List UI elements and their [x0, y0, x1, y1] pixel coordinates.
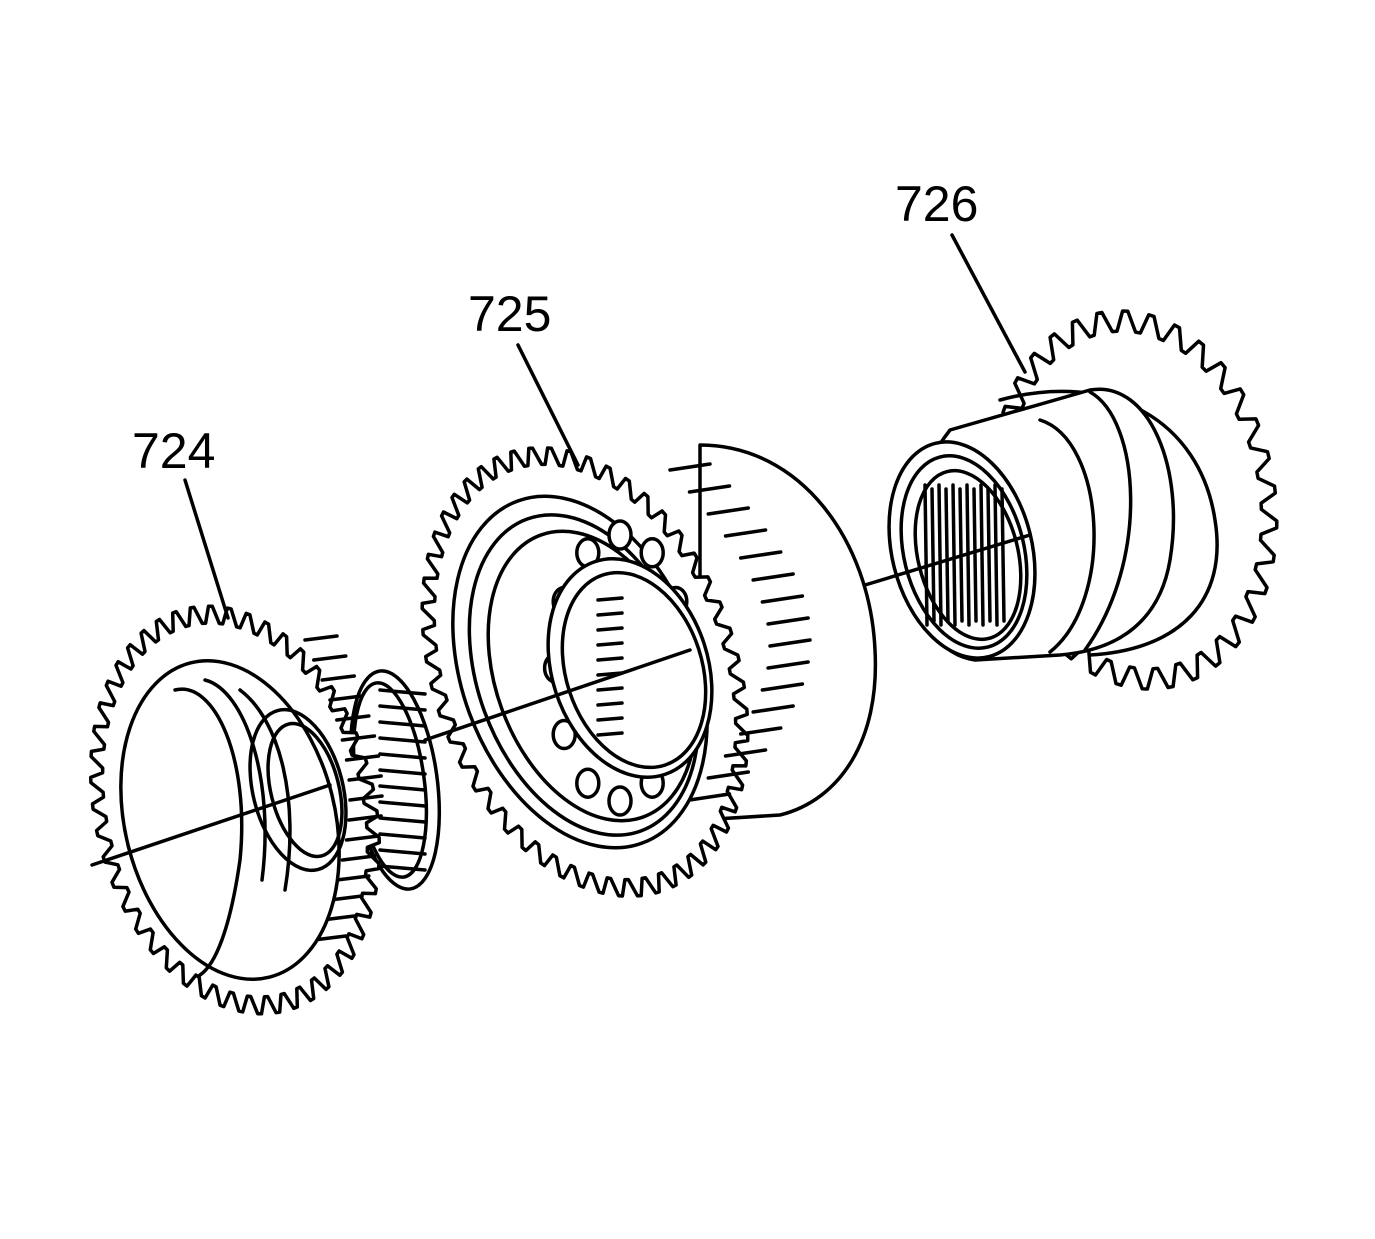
- detail-stroke: [378, 832, 427, 840]
- detail-stroke: [378, 736, 427, 744]
- detail-stroke: [340, 734, 377, 742]
- detail-stroke: [738, 550, 783, 560]
- detail-stroke: [596, 611, 624, 617]
- detail-stroke: [723, 528, 768, 538]
- detail-stroke: [596, 626, 624, 632]
- detail-stroke: [303, 634, 339, 642]
- detail-stroke: [378, 720, 427, 728]
- detail-stroke: [344, 754, 381, 762]
- part-725-tooth-band: [668, 462, 812, 802]
- detail-stroke: [596, 686, 624, 692]
- part-726-gear: [887, 309, 1279, 691]
- leader-line-724: [183, 478, 230, 620]
- leader-line-726: [950, 233, 1027, 374]
- detail-stroke: [1000, 487, 1006, 623]
- detail-stroke: [347, 814, 383, 822]
- detail-stroke: [348, 794, 384, 802]
- detail-stroke: [596, 701, 624, 707]
- detail-stroke: [937, 483, 943, 627]
- detail-stroke: [738, 726, 783, 736]
- detail-stroke: [972, 487, 978, 623]
- detail-stroke: [596, 596, 624, 602]
- detail-stroke: [596, 641, 624, 647]
- detail-stroke: [923, 483, 929, 627]
- detail-stroke: [760, 682, 805, 692]
- detail-stroke: [668, 462, 712, 472]
- detail-stroke: [378, 816, 427, 824]
- detail-stroke: [328, 694, 364, 702]
- part-725-inner-splines: [596, 596, 624, 737]
- detail-stroke: [320, 674, 356, 682]
- detail-stroke: [596, 656, 624, 662]
- detail-stroke: [706, 770, 751, 780]
- detail-stroke: [596, 731, 624, 737]
- callout-label-724: 724: [132, 423, 215, 479]
- detail-stroke: [378, 768, 427, 776]
- bearing-roller: [639, 537, 665, 569]
- detail-stroke: [347, 774, 383, 782]
- detail-stroke: [378, 800, 427, 808]
- detail-stroke: [378, 864, 427, 872]
- detail-stroke: [979, 483, 985, 627]
- bearing-roller: [607, 785, 633, 817]
- detail-stroke: [335, 714, 371, 722]
- detail-stroke: [687, 792, 732, 802]
- part-724-rear-teeth: [378, 688, 427, 872]
- leader-line-725: [516, 343, 580, 467]
- detail-stroke: [340, 854, 377, 862]
- detail-stroke: [760, 594, 805, 604]
- shaft-axis-line: [90, 533, 1032, 867]
- detail-stroke: [766, 660, 810, 670]
- detail-stroke: [951, 483, 957, 627]
- detail-stroke: [768, 638, 812, 648]
- detail-stroke: [378, 752, 427, 760]
- detail-stroke: [986, 487, 992, 623]
- detail-stroke: [312, 654, 348, 662]
- detail-stroke: [751, 704, 795, 714]
- detail-stroke: [378, 704, 427, 712]
- bearing-roller: [575, 767, 601, 799]
- detail-stroke: [378, 784, 427, 792]
- detail-stroke: [378, 688, 427, 696]
- detail-stroke: [766, 616, 810, 626]
- detail-stroke: [687, 484, 732, 494]
- detail-stroke: [944, 487, 950, 623]
- detail-stroke: [751, 572, 795, 582]
- detail-stroke: [723, 748, 768, 758]
- bearing-roller: [607, 519, 633, 551]
- part-725-gear: [420, 443, 878, 898]
- callout-label-725: 725: [468, 286, 551, 342]
- detail-stroke: [706, 506, 751, 516]
- detail-stroke: [930, 487, 936, 623]
- detail-stroke: [378, 848, 427, 856]
- callout-label-726: 726: [895, 176, 978, 232]
- detail-stroke: [993, 483, 999, 627]
- detail-stroke: [344, 834, 381, 842]
- detail-stroke: [596, 716, 624, 722]
- detail-stroke: [335, 874, 371, 882]
- part-724-gear: [88, 604, 442, 1016]
